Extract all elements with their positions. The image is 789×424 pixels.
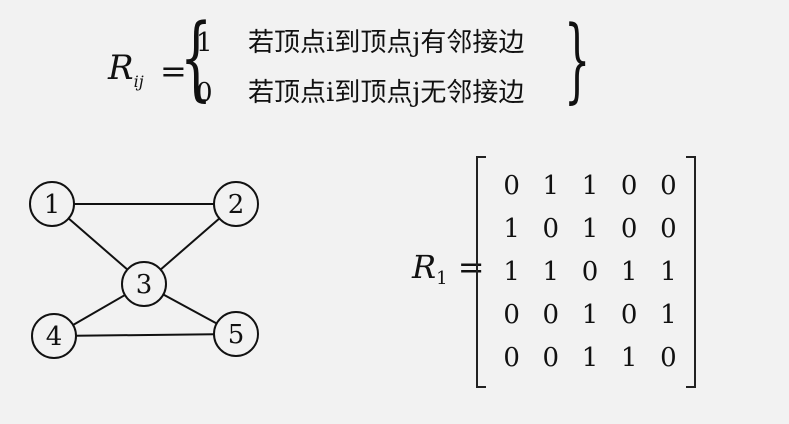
graph-node-4: 4 bbox=[31, 313, 77, 359]
matrix-cell: 1 bbox=[660, 300, 677, 331]
graph-node-2: 2 bbox=[213, 181, 259, 227]
matrix-cell: 1 bbox=[542, 170, 560, 201]
matrix-cell: 0 bbox=[581, 256, 599, 287]
matrix-cell: 0 bbox=[660, 170, 677, 201]
undirected-graph: 1 2 3 4 5 bbox=[29, 181, 259, 359]
matrix-cell: 0 bbox=[660, 213, 677, 244]
graph-node-label: 5 bbox=[228, 320, 245, 350]
matrix-cell: 0 bbox=[542, 300, 560, 331]
matrix-cell: 1 bbox=[620, 256, 638, 287]
case-row-2: 0 若顶点i到顶点j无邻接边 bbox=[196, 72, 524, 109]
matrix-cell: 0 bbox=[503, 343, 520, 374]
matrix-cell: 0 bbox=[660, 343, 677, 374]
case-value-1: 1 bbox=[196, 28, 213, 58]
graph-node-circle bbox=[31, 313, 77, 359]
matrix-cell: 0 bbox=[542, 343, 560, 374]
matrix-cell: 0 bbox=[503, 170, 520, 201]
matrix-cell: 1 bbox=[503, 256, 520, 287]
left-brace: { bbox=[180, 4, 213, 111]
case-value-2: 0 bbox=[196, 78, 213, 108]
graph-node-label: 3 bbox=[136, 270, 153, 300]
matrix-cell: 1 bbox=[581, 213, 599, 244]
matrix-cell: 1 bbox=[542, 256, 560, 287]
graph-node-circle bbox=[213, 181, 259, 227]
graph-node-label: 1 bbox=[44, 190, 61, 220]
graph-node-3: 3 bbox=[121, 261, 167, 307]
matrix-cell: 1 bbox=[660, 256, 677, 287]
matrix-right-bracket bbox=[686, 156, 696, 388]
matrix-cell: 1 bbox=[503, 213, 520, 244]
matrix-cell: 1 bbox=[581, 343, 599, 374]
matrix-lhs: R1 = bbox=[412, 248, 485, 289]
matrix-cell: 0 bbox=[620, 170, 638, 201]
right-brace: } bbox=[564, 6, 591, 113]
matrix-cell: 0 bbox=[620, 300, 638, 331]
graph-node-circle bbox=[121, 261, 167, 307]
formula-lhs: Rij bbox=[108, 48, 144, 91]
matrix-cell: 1 bbox=[581, 300, 599, 331]
graph-node-circle bbox=[29, 181, 75, 227]
matrix-cell: 0 bbox=[503, 300, 520, 331]
graph-node-label: 2 bbox=[228, 190, 245, 220]
graph-node-1: 1 bbox=[29, 181, 75, 227]
case-condition-2: 若顶点i到顶点j无邻接边 bbox=[248, 78, 525, 108]
matrix-cell: 0 bbox=[542, 213, 560, 244]
graph-node-circle bbox=[213, 311, 259, 357]
graph-node-5: 5 bbox=[213, 311, 259, 357]
matrix-subscript: 1 bbox=[436, 268, 448, 289]
formula-equals: = bbox=[160, 52, 187, 90]
matrix-cell: 0 bbox=[620, 213, 638, 244]
formula-lhs-subscript: ij bbox=[133, 72, 144, 91]
matrix-equals: = bbox=[457, 248, 485, 286]
graph-node-label: 4 bbox=[46, 322, 63, 352]
graph-edge-4-5 bbox=[53, 333, 237, 337]
case-row-1: 1 若顶点i到顶点j有邻接边 bbox=[196, 22, 524, 59]
matrix-cell: 1 bbox=[581, 170, 599, 201]
matrix-cell: 1 bbox=[620, 343, 638, 374]
formula-lhs-symbol: R bbox=[108, 48, 134, 88]
case-condition-1: 若顶点i到顶点j有邻接边 bbox=[248, 28, 525, 58]
matrix-left-bracket bbox=[476, 156, 486, 388]
matrix-symbol: R bbox=[412, 248, 437, 286]
